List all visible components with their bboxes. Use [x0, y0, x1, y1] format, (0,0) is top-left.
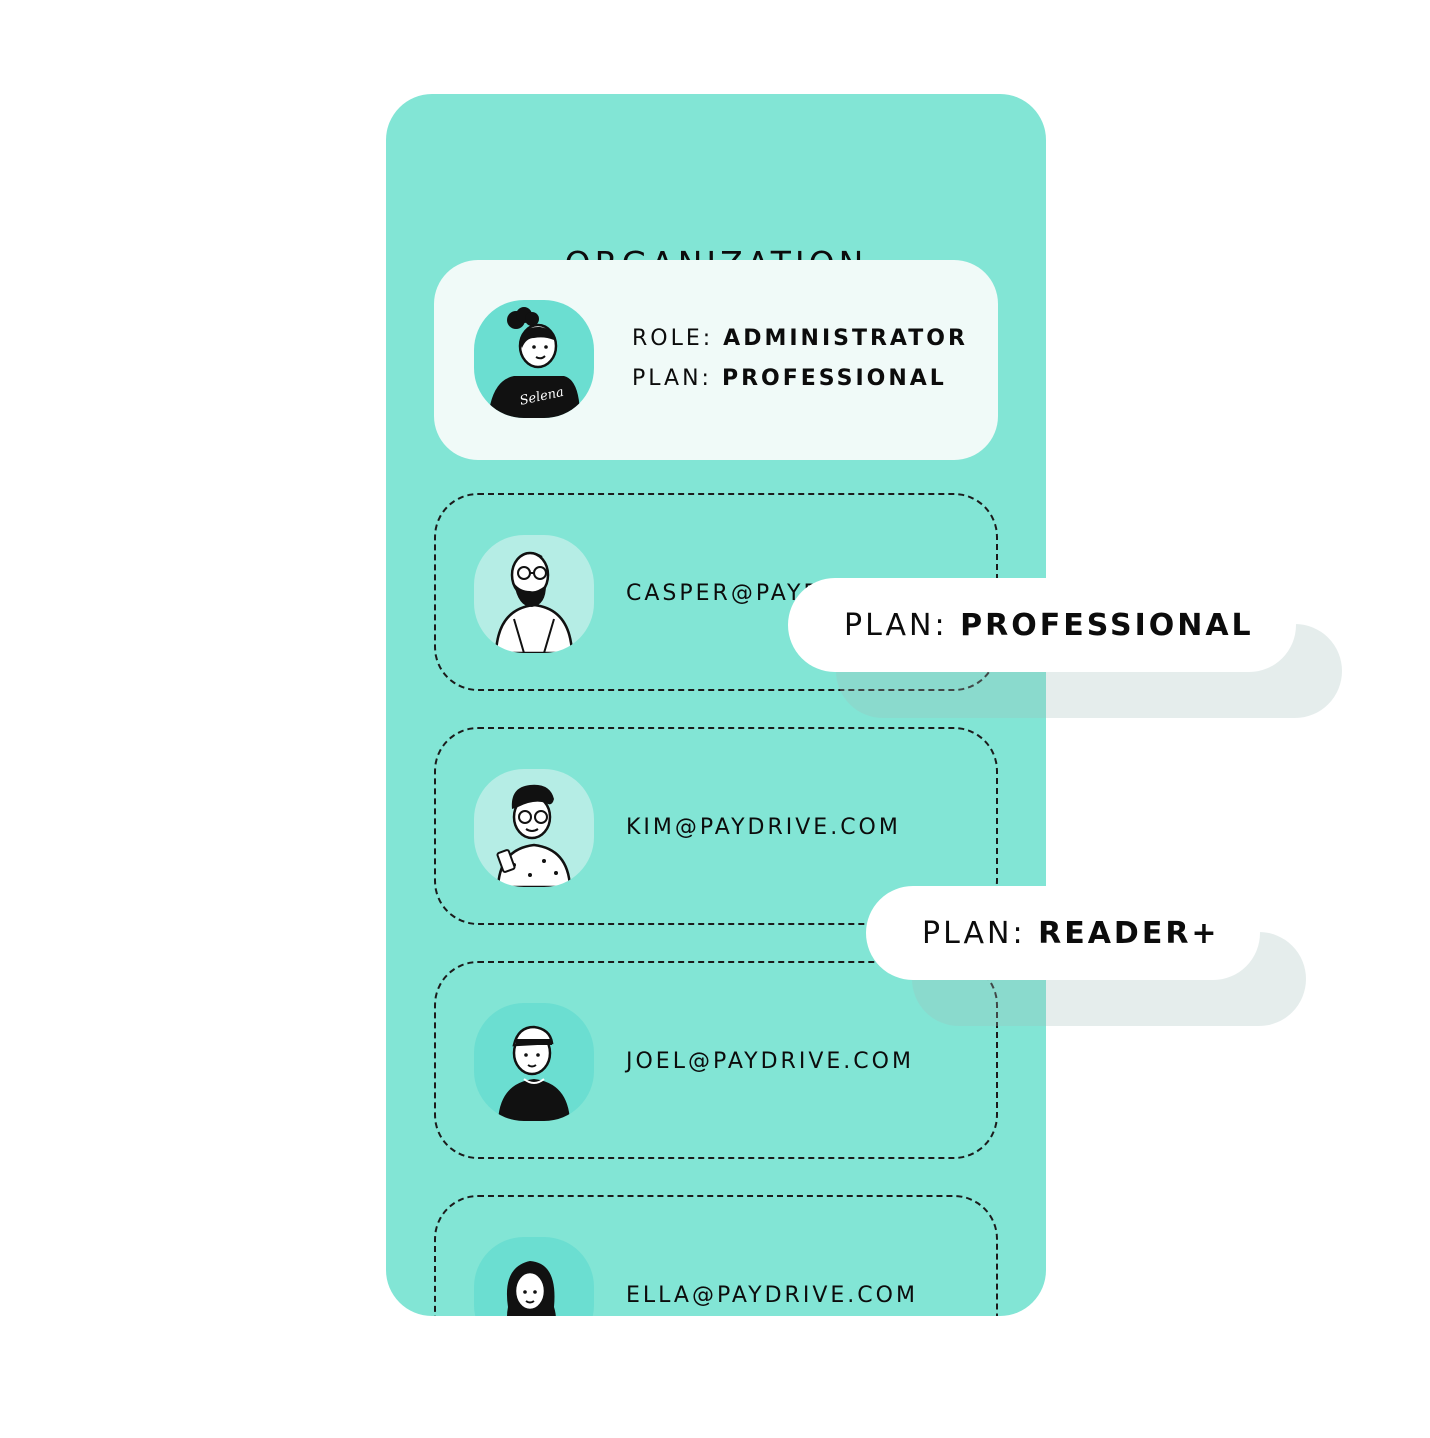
plan-value: PROFESSIONAL	[721, 366, 947, 391]
headband-man-avatar-icon	[474, 1003, 594, 1121]
member-email: ELLA@PAYDRIVE.COM	[626, 1283, 918, 1308]
pill-label: PLAN:	[922, 915, 1026, 951]
woman-avatar-icon: Selena	[474, 300, 594, 418]
pill-value: READER+	[1038, 915, 1220, 951]
plan-label: PLAN:	[632, 366, 712, 391]
member-email: KIM@PAYDRIVE.COM	[626, 815, 901, 840]
member-email: JOEL@PAYDRIVE.COM	[626, 1049, 914, 1074]
member-card-casper[interactable]: CASPER@PAYDRIVE.COM	[434, 493, 998, 691]
admin-role: ROLE: ADMINISTRATOR	[632, 326, 968, 351]
member-card-kim[interactable]: KIM@PAYDRIVE.COM	[434, 727, 998, 925]
pill-value: PROFESSIONAL	[960, 607, 1254, 643]
plan-pill-professional[interactable]: PLAN: PROFESSIONAL	[788, 578, 1296, 672]
glasses-man-avatar-icon	[474, 769, 594, 887]
pill-label: PLAN:	[844, 607, 948, 643]
member-card-joel[interactable]: JOEL@PAYDRIVE.COM	[434, 961, 998, 1159]
bottom-fade	[0, 1316, 1430, 1438]
plan-pill-reader[interactable]: PLAN: READER+	[866, 886, 1260, 980]
admin-plan: PLAN: PROFESSIONAL	[632, 366, 947, 391]
admin-card[interactable]: Selena ROLE: ADMINISTRATOR PLAN: PROFESS…	[434, 260, 998, 460]
role-value: ADMINISTRATOR	[723, 326, 968, 351]
role-label: ROLE:	[632, 326, 714, 351]
bearded-man-avatar-icon	[474, 535, 594, 653]
